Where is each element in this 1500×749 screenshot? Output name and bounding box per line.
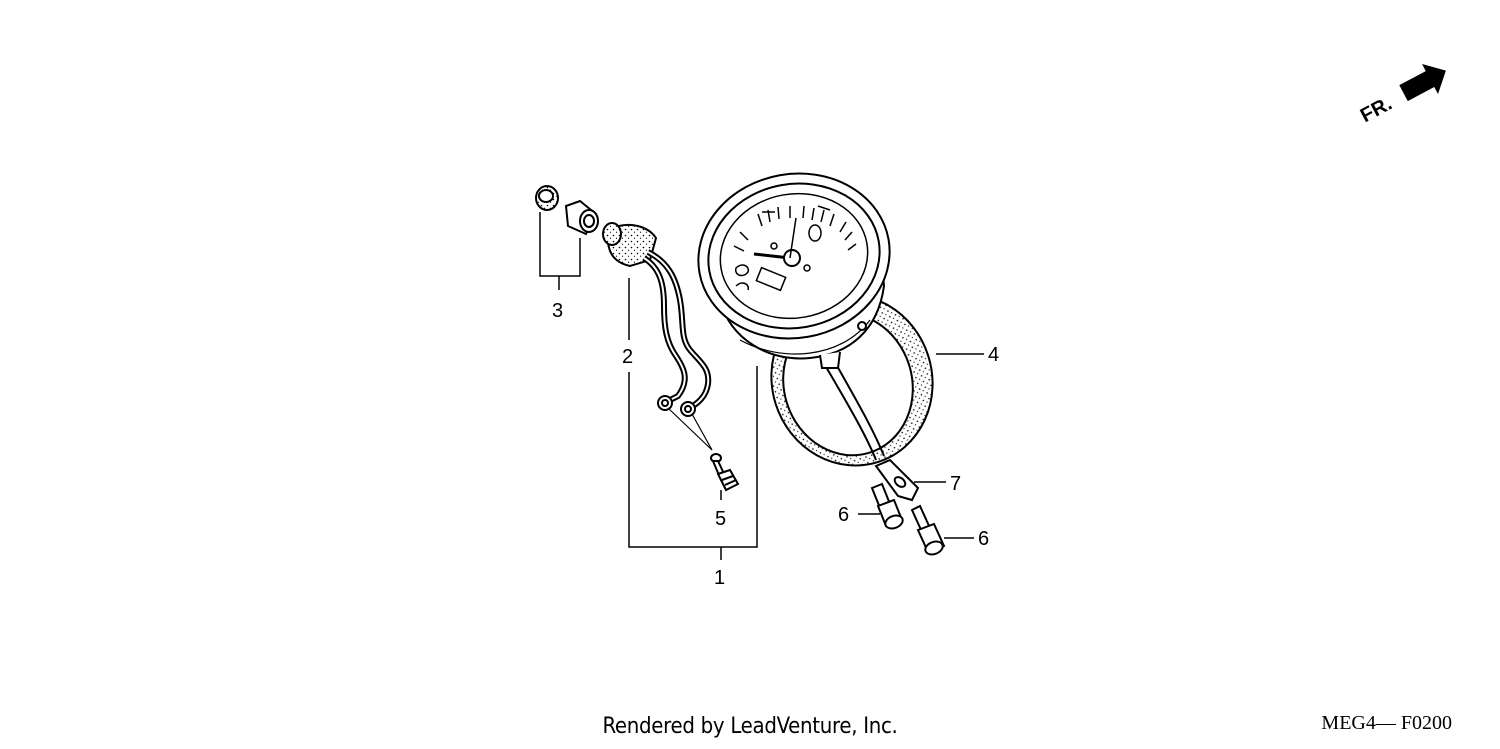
screw-part-5 [710, 453, 740, 492]
callout-6-left: 6 [838, 504, 849, 526]
front-direction-arrow-icon: FR. [1357, 64, 1446, 128]
callout-6-right: 6 [978, 528, 989, 550]
bracket-part-7 [874, 458, 920, 502]
callout-7: 7 [950, 473, 961, 495]
callout-1: 1 [714, 567, 725, 589]
rendered-by-credit: Rendered by LeadVenture, Inc. [602, 714, 898, 739]
lamp-socket-part-2 [602, 222, 712, 417]
leader-lines [858, 353, 984, 539]
callout-bracket-3 [539, 212, 581, 290]
callout-3: 3 [552, 300, 563, 322]
grommet-part-3 [535, 185, 599, 236]
speedometer-part-1 [697, 172, 891, 369]
callout-bracket-1 [628, 278, 758, 560]
callout-2: 2 [622, 346, 633, 368]
screw-part-6-right [910, 504, 946, 556]
callout-5: 5 [715, 508, 726, 530]
callout-4: 4 [988, 344, 999, 366]
diagram-code: MEG4— F0200 [1321, 712, 1452, 734]
leader-lines-5 [667, 407, 713, 451]
screw-part-6-left [870, 482, 904, 530]
direction-label: FR. [1357, 93, 1396, 128]
